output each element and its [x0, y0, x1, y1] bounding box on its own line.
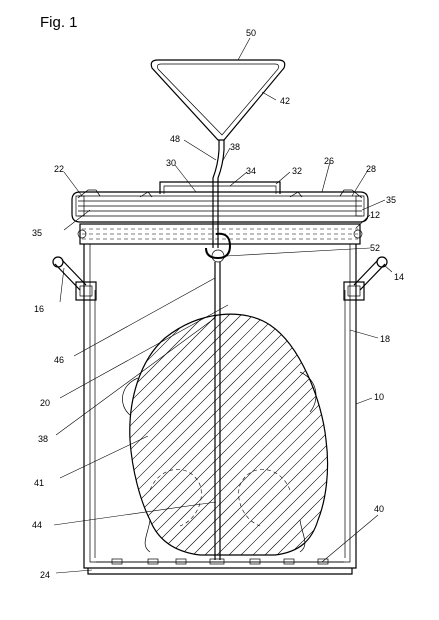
hatch-line	[129, 314, 209, 555]
hatch-line	[368, 300, 439, 560]
hatch-line	[271, 314, 328, 555]
ref-label-38-top: 38	[230, 142, 240, 152]
leader-lines	[53, 37, 393, 574]
hatch-line	[0, 300, 16, 560]
ref-label-52: 52	[370, 243, 380, 253]
hatch-line	[139, 314, 328, 555]
hatch-line	[129, 314, 328, 555]
hatch-line	[187, 314, 328, 555]
ref-label-32: 32	[292, 166, 302, 176]
ref-label-22: 22	[54, 164, 64, 174]
ref-label-40: 40	[374, 504, 384, 514]
ref-label-30: 30	[166, 158, 176, 168]
hatch-line	[392, 300, 439, 560]
ref-label-18: 18	[380, 334, 390, 344]
lid	[71, 189, 369, 223]
hatch-line	[0, 300, 100, 560]
ref-label-28: 28	[366, 164, 376, 174]
hatch-line	[129, 314, 269, 555]
left-side-handle	[52, 256, 97, 301]
hatch-line	[235, 314, 328, 555]
ref-label-48: 48	[170, 134, 180, 144]
hatch-line	[129, 314, 317, 555]
hatch-line	[129, 314, 233, 555]
bottom-rack	[111, 558, 329, 565]
hatch-line	[199, 314, 328, 555]
hatch-line	[129, 314, 257, 555]
rim-band	[77, 223, 363, 245]
hatch-line	[129, 314, 328, 555]
ref-label-12: 12	[370, 210, 380, 220]
right-side-handle	[343, 256, 388, 301]
hatch-line	[129, 314, 137, 555]
lid-handle	[159, 181, 281, 194]
ref-label-44: 44	[32, 520, 42, 530]
hatch-line	[129, 314, 328, 555]
ref-label-42: 42	[280, 96, 290, 106]
hatch-line	[129, 314, 161, 555]
ref-label-46: 46	[54, 355, 64, 365]
hatch-line	[259, 314, 328, 555]
hatch-line	[0, 300, 4, 560]
hatch-line	[129, 314, 305, 555]
ref-label-26: 26	[324, 156, 334, 166]
hatch-line	[356, 300, 439, 560]
ref-label-41: 41	[34, 478, 44, 488]
hatch-line	[307, 314, 328, 555]
hatch-line	[0, 300, 52, 560]
reference-labels: 50 42 48 38 30 34 32 26 28 22 35 35 12 5…	[32, 28, 404, 580]
hatch-line	[247, 314, 328, 555]
hatch-line	[0, 300, 88, 560]
hatch-line	[129, 314, 245, 555]
hatch-line	[129, 314, 281, 555]
hanger-rod	[212, 140, 225, 248]
ref-label-24: 24	[40, 570, 50, 580]
hatch-line	[344, 300, 439, 560]
ref-label-34: 34	[246, 166, 256, 176]
ref-label-14: 14	[394, 272, 404, 282]
hook	[205, 232, 232, 560]
hatch-line	[175, 314, 328, 555]
hatch-line	[129, 314, 149, 555]
ref-label-35-left: 35	[32, 228, 42, 238]
ref-label-35-right: 35	[386, 195, 396, 205]
hatch-line	[211, 314, 328, 555]
hatch-line	[129, 314, 221, 555]
ref-label-50: 50	[246, 28, 256, 38]
hatch-line	[223, 314, 328, 555]
hatch-line	[151, 314, 328, 555]
ref-label-10: 10	[374, 392, 384, 402]
ref-label-16: 16	[34, 304, 44, 314]
ref-label-20: 20	[40, 398, 50, 408]
hatch-line	[129, 314, 173, 555]
ref-label-38-bottom: 38	[38, 434, 48, 444]
hatch-line	[0, 300, 124, 560]
hatch-line	[129, 314, 185, 555]
triangle-handle	[150, 59, 286, 141]
hatch-line	[404, 300, 439, 560]
hatch-line	[283, 314, 328, 555]
hatch-line	[163, 314, 328, 555]
hatch-line	[416, 300, 439, 560]
pot-body	[83, 244, 357, 575]
hatch-line	[428, 300, 439, 560]
hatch-line	[129, 314, 328, 555]
hatch-line	[129, 314, 328, 555]
hatch-line	[0, 300, 28, 560]
hatch-line	[129, 314, 293, 555]
figure-title: Fig. 1	[40, 14, 78, 31]
